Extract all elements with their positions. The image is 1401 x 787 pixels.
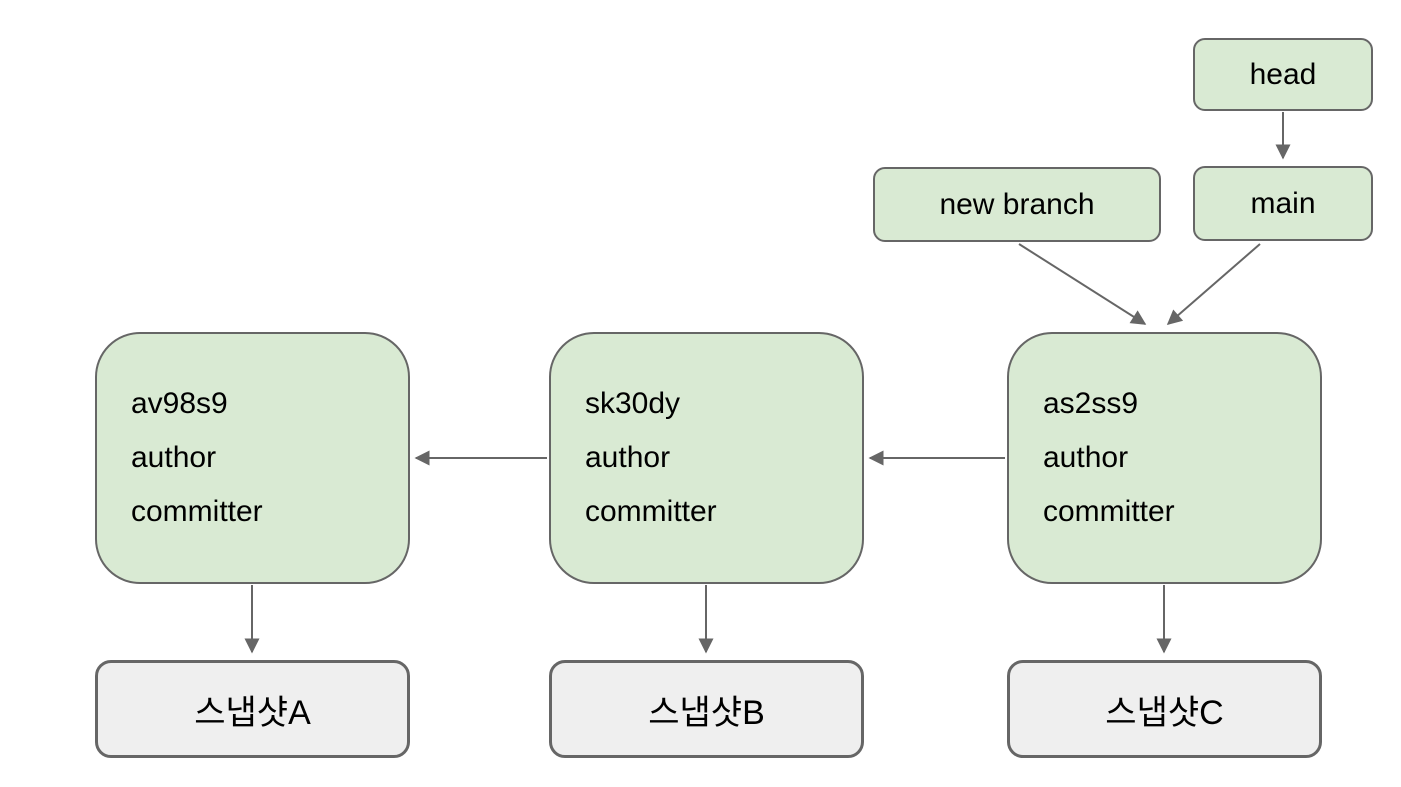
- commit-hash: av98s9: [131, 387, 228, 420]
- snapshot-node-c: 스냅샷C: [1007, 660, 1322, 758]
- head-ref-label: head: [1249, 57, 1317, 91]
- commit-author: author: [131, 441, 217, 474]
- commit-committer: committer: [585, 495, 717, 528]
- commit-hash: sk30dy: [585, 387, 681, 420]
- commit-node-3: as2ss9 author committer: [1007, 332, 1322, 584]
- main-branch-label: main: [1250, 186, 1316, 220]
- commit-hash: as2ss9: [1043, 387, 1139, 420]
- snapshot-node-b: 스냅샷B: [549, 660, 864, 758]
- head-ref-node: head: [1193, 38, 1373, 111]
- main-branch-node: main: [1193, 166, 1373, 241]
- snapshot-label: 스냅샷C: [1105, 693, 1224, 732]
- new-branch-node: new branch: [873, 167, 1161, 242]
- commit-author: author: [1043, 441, 1129, 474]
- commit-node-1: av98s9 author committer: [95, 332, 410, 584]
- new-branch-label: new branch: [939, 187, 1095, 221]
- commit-committer: committer: [131, 495, 263, 528]
- commit-node-2: sk30dy author committer: [549, 332, 864, 584]
- commit-committer: committer: [1043, 495, 1175, 528]
- snapshot-label: 스냅샷A: [194, 693, 311, 732]
- commit-author: author: [585, 441, 671, 474]
- snapshot-label: 스냅샷B: [648, 693, 765, 732]
- snapshot-node-a: 스냅샷A: [95, 660, 410, 758]
- arrow-main-to-commit: [1166, 243, 1261, 325]
- arrow-newbranch-to-commit: [1018, 243, 1147, 325]
